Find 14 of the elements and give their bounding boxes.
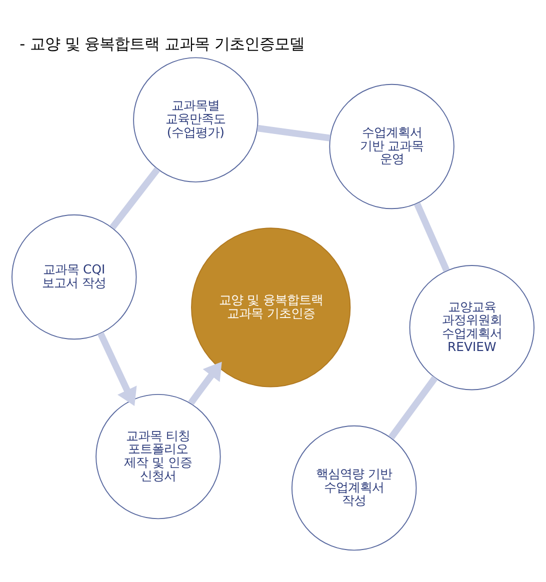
arrow bbox=[97, 331, 137, 406]
arrow bbox=[188, 361, 222, 405]
node-circle: 교양 및 융복합트랙 교과목 기초인증 bbox=[191, 227, 351, 387]
node-circle: 교과목 CQI 보고서 작성 bbox=[12, 214, 137, 340]
node-circle: 교과목 티칭 포트폴리오 제작 및 인증 신청서 bbox=[96, 393, 221, 519]
connector bbox=[414, 202, 450, 272]
node-circle: 수업계획서 기반 교과목 운영 bbox=[329, 83, 454, 209]
diagram-title: - 교양 및 융복합트랙 교과목 기초인증모델 bbox=[20, 34, 304, 52]
node-circle: 교양교육 과정위원회 수업계획서 REVIEW bbox=[409, 264, 534, 390]
connector bbox=[388, 375, 438, 440]
node-circle: 교과목별 교육만족도 (수업평가) bbox=[133, 56, 258, 182]
connector bbox=[257, 124, 330, 141]
connector bbox=[110, 166, 160, 230]
node-circle: 핵심역량 기반 수업계획서 작성 bbox=[291, 424, 417, 550]
